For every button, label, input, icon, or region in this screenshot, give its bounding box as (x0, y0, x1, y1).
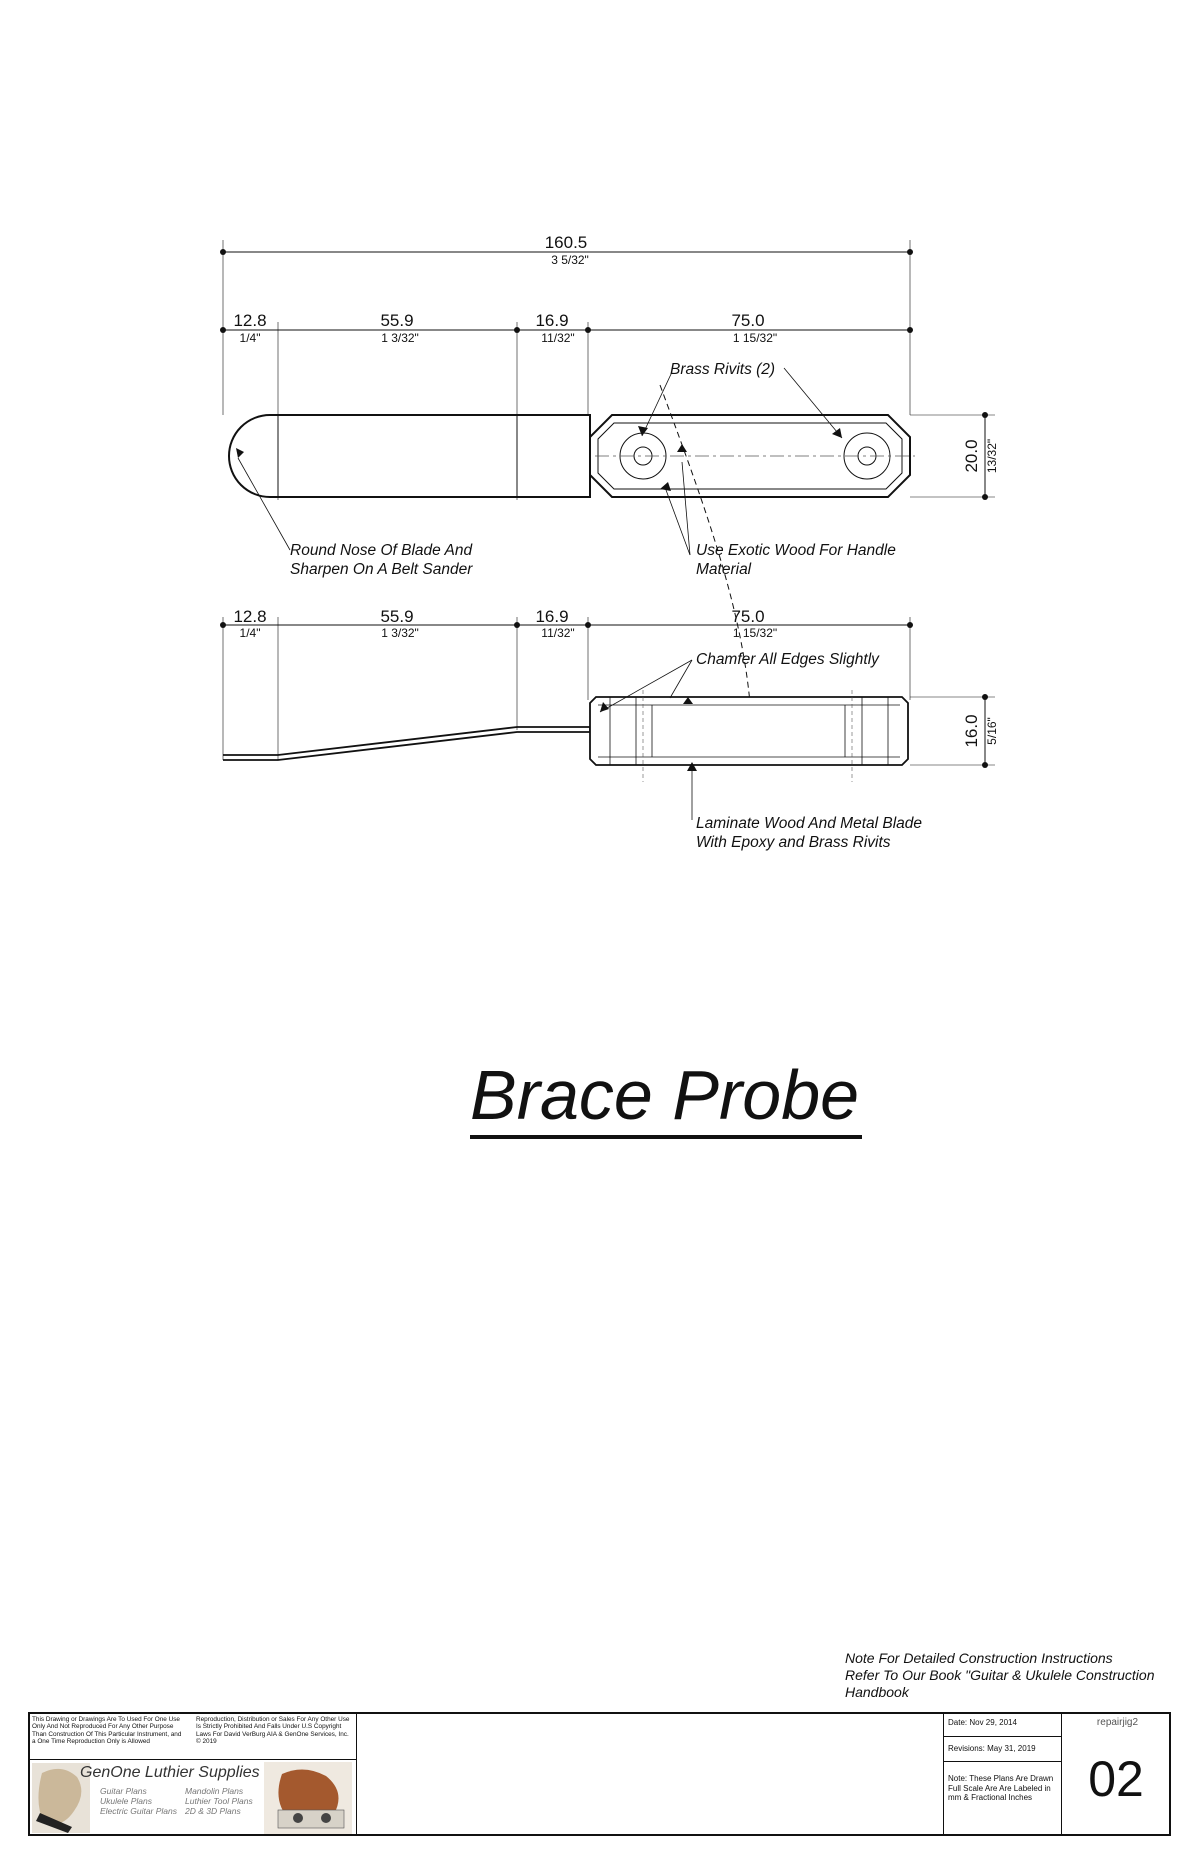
note-exotic-wood-line1: Use Exotic Wood For Handle (696, 542, 896, 559)
side-seg1-in: 1/4" (240, 626, 261, 640)
drawing-code: repairjig2 (1096, 1717, 1139, 1728)
legal-notice-col2: Reproduction, Distribution or Sales For … (196, 1716, 350, 1746)
width-mm: 20.0 (962, 439, 981, 472)
guitar-body-icon (32, 1763, 90, 1833)
legal-notice: This Drawing or Drawings Are To Used For… (30, 1714, 356, 1758)
note-exotic-wood-line2: Material (696, 561, 752, 578)
brand-services-left: Guitar Plans Ukulele Plans Electric Guit… (100, 1786, 177, 1816)
side-seg1-mm: 12.8 (233, 607, 266, 626)
seg1-mm: 12.8 (233, 311, 266, 330)
note-round-nose-line1: Round Nose Of Blade And (290, 542, 473, 559)
book-note-line3: Handbook (845, 1684, 909, 1700)
seg2-in: 1 3/32" (381, 331, 419, 345)
title-block: This Drawing or Drawings Are To Used For… (28, 1712, 1171, 1836)
book-note-line2: Refer To Our Book "Guitar & Ukulele Cons… (845, 1667, 1155, 1683)
height-in: 5/16" (985, 717, 999, 745)
seg3-in: 11/32" (541, 331, 574, 345)
book-note-line1: Note For Detailed Construction Instructi… (845, 1650, 1113, 1666)
height-mm: 16.0 (962, 714, 981, 747)
blade-plan-view (228, 414, 591, 498)
sheet-number: 02 (1088, 1751, 1144, 1807)
overall-length-mm: 160.5 (545, 233, 588, 252)
seg4-mm: 75.0 (731, 311, 764, 330)
brand-name: GenOne Luthier Supplies (80, 1764, 260, 1781)
brand-services-right: Mandolin Plans Luthier Tool Plans 2D & 3… (185, 1786, 253, 1816)
plan-date: Date: Nov 29, 2014 (948, 1718, 1017, 1727)
title-underline (470, 1135, 862, 1139)
handle-side-view (589, 696, 909, 766)
seg1-in: 1/4" (240, 331, 261, 345)
side-seg4-mm: 75.0 (731, 607, 764, 626)
note-brass-rivits: Brass Rivits (2) (670, 361, 775, 378)
seg4-in: 1 15/32" (733, 331, 777, 345)
side-seg3-mm: 16.9 (535, 607, 568, 626)
side-seg3-in: 11/32" (541, 626, 574, 640)
drawing-title: Brace Probe (470, 1056, 860, 1134)
scale-note: Note: These Plans Are Drawn Full Scale A… (948, 1774, 1054, 1802)
note-round-nose-line2: Sharpen On A Belt Sander (290, 561, 473, 578)
brand-logo-area: GenOne Luthier Supplies Guitar Plans Uku… (30, 1759, 356, 1836)
seg3-mm: 16.9 (535, 311, 568, 330)
note-laminate-line2: With Epoxy and Brass Rivits (696, 834, 891, 851)
side-seg2-mm: 55.9 (380, 607, 413, 626)
legal-notice-col1: This Drawing or Drawings Are To Used For… (32, 1716, 182, 1746)
width-in: 13/32" (985, 439, 999, 473)
seg2-mm: 55.9 (380, 311, 413, 330)
side-seg2-in: 1 3/32" (381, 626, 419, 640)
note-chamfer: Chamfer All Edges Slightly (696, 651, 880, 668)
book-reference-note: Note For Detailed Construction Instructi… (845, 1650, 1190, 1701)
ukulele-photo-icon (264, 1762, 352, 1834)
overall-length-in: 3 5/32" (551, 253, 589, 267)
side-seg4-in: 1 15/32" (733, 626, 777, 640)
note-laminate-line1: Laminate Wood And Metal Blade (696, 815, 922, 832)
revision-date: Revisions: May 31, 2019 (948, 1744, 1036, 1753)
